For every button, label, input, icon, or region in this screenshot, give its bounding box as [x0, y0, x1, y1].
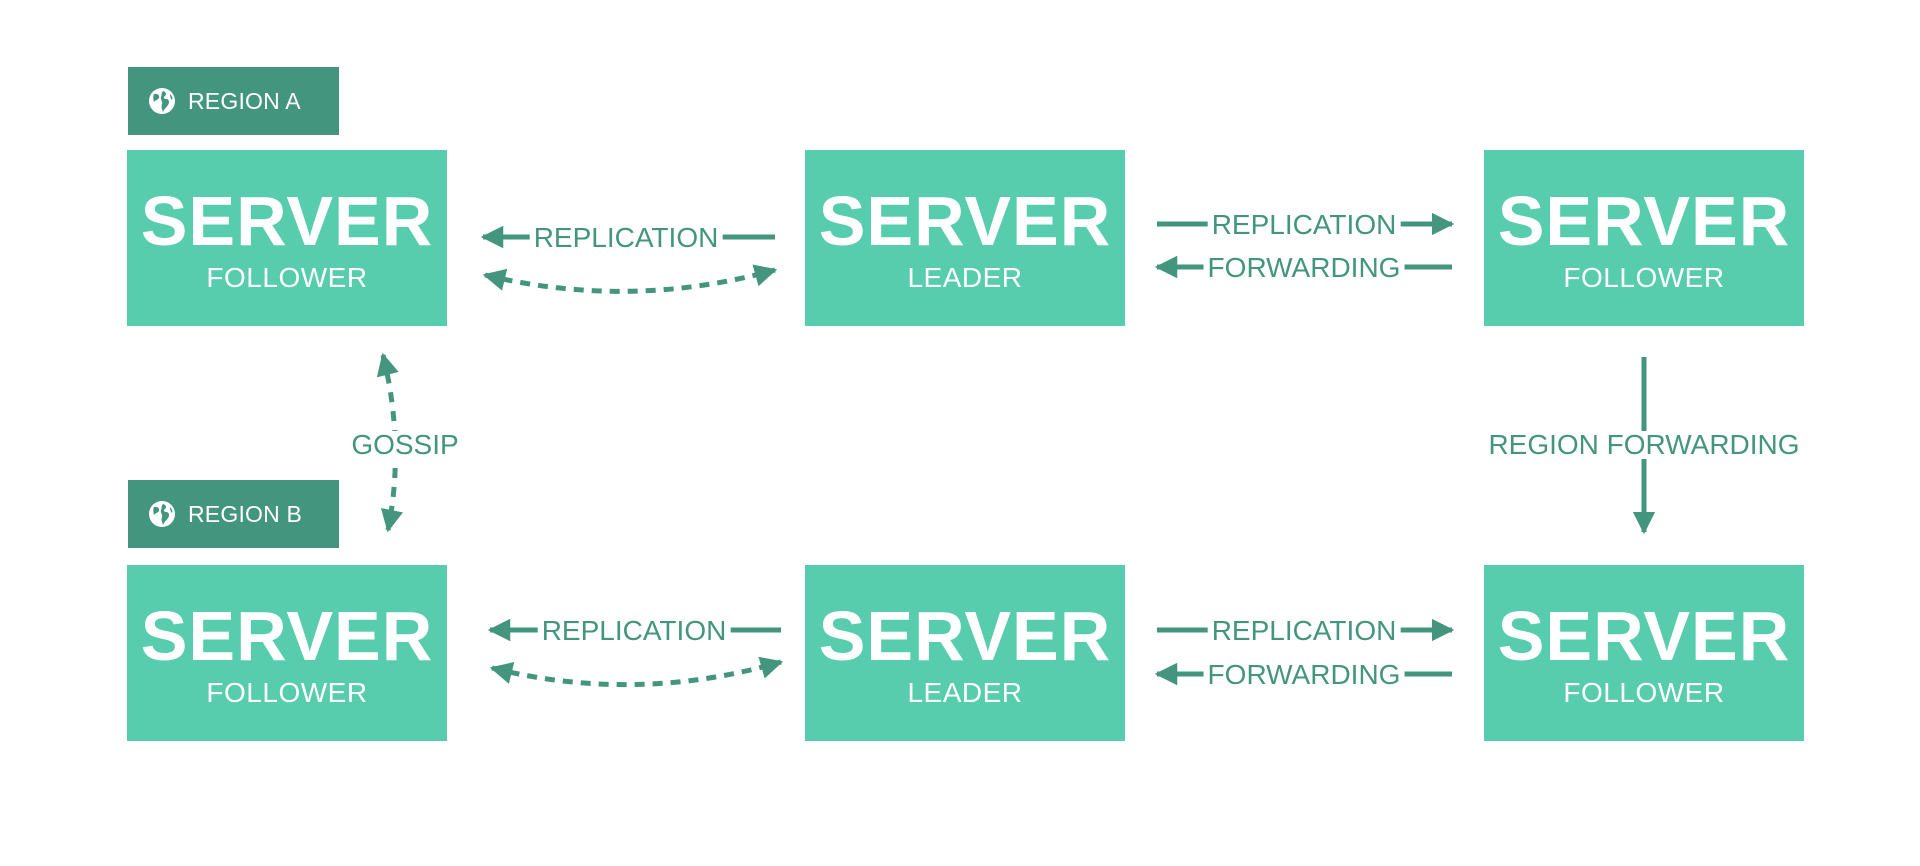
b-right-forwarding-label: FORWARDING [1203, 661, 1405, 689]
server-title: SERVER [1497, 182, 1791, 260]
region-a-label: REGION A [188, 87, 301, 114]
server-role: FOLLOWER [1563, 262, 1725, 293]
server-a-follower-right: SERVER FOLLOWER [1484, 150, 1804, 326]
server-role: LEADER [907, 677, 1023, 708]
server-a-leader: SERVER LEADER [805, 150, 1125, 326]
server-b-follower-left: SERVER FOLLOWER [127, 565, 447, 741]
server-title: SERVER [140, 182, 434, 260]
server-title: SERVER [818, 182, 1112, 260]
server-b-follower-right: SERVER FOLLOWER [1484, 565, 1804, 741]
globe-icon [148, 500, 176, 528]
server-a-follower-left: SERVER FOLLOWER [127, 150, 447, 326]
a-right-replication-label: REPLICATION [1207, 211, 1401, 239]
server-title: SERVER [1497, 597, 1791, 675]
server-title: SERVER [818, 597, 1112, 675]
a-right-forwarding-label: FORWARDING [1203, 254, 1405, 282]
server-role: FOLLOWER [1563, 677, 1725, 708]
a-left-dashed-curve [482, 264, 778, 294]
gossip-label: GOSSIP [347, 431, 463, 459]
server-title: SERVER [140, 597, 434, 675]
server-role: LEADER [907, 262, 1023, 293]
server-role: FOLLOWER [206, 677, 368, 708]
globe-icon [148, 87, 176, 115]
region-forwarding-label: REGION FORWARDING [1484, 431, 1804, 459]
region-b-badge: REGION B [128, 480, 339, 548]
b-right-replication-label: REPLICATION [1207, 617, 1401, 645]
region-a-badge: REGION A [128, 67, 339, 135]
region-b-label: REGION B [188, 500, 303, 527]
server-role: FOLLOWER [206, 262, 368, 293]
b-left-replication-label: REPLICATION [537, 617, 731, 645]
gossip-dashed-line [376, 352, 403, 533]
b-left-dashed-curve [489, 656, 784, 688]
a-left-replication-label: REPLICATION [529, 224, 723, 252]
server-b-leader: SERVER LEADER [805, 565, 1125, 741]
